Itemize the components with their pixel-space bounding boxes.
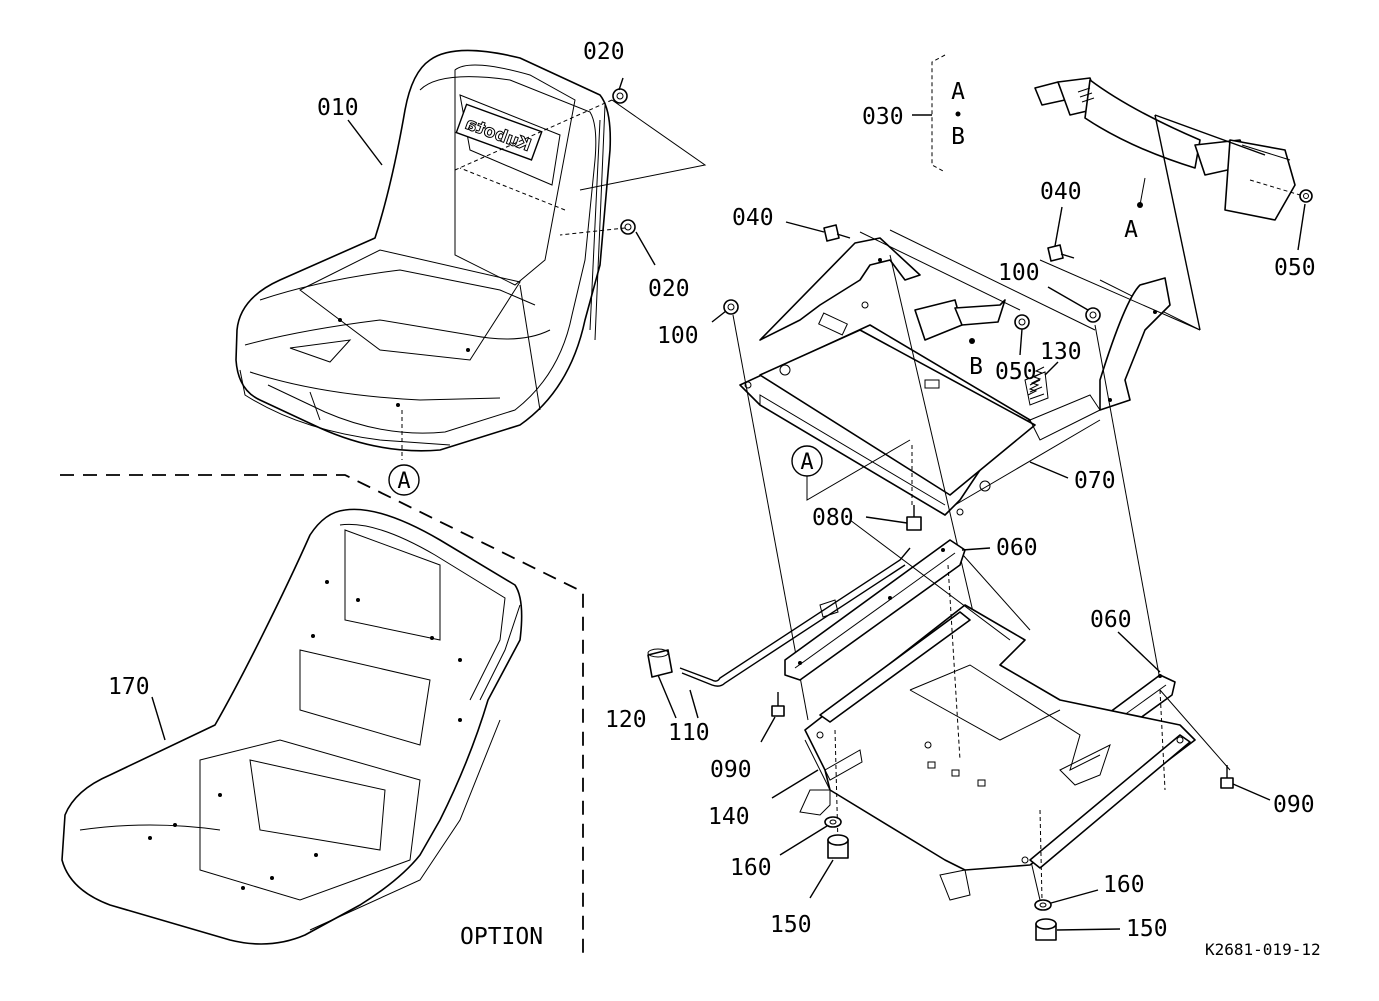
svg-text:A: A — [800, 450, 813, 475]
label-040-right: 040 — [1040, 179, 1082, 205]
svg-text:B: B — [969, 354, 983, 380]
svg-text:A: A — [951, 79, 965, 105]
bolt-090-left — [760, 692, 785, 743]
seat-frame-070 — [739, 237, 1171, 516]
label-170: 170 — [108, 674, 150, 700]
label-160-right: 160 — [1103, 872, 1145, 898]
bolt-080 — [865, 505, 922, 531]
ref-circle-a-frame: A — [791, 439, 913, 505]
ref-circle-a-seat: A — [388, 464, 420, 496]
lever-rod-110 — [679, 547, 911, 687]
label-150-left: 150 — [770, 912, 812, 938]
nut-050-buckle — [1014, 314, 1030, 356]
svg-text:A: A — [1124, 217, 1138, 243]
seat-170-option — [61, 508, 523, 945]
label-150-right: 150 — [1126, 916, 1168, 942]
label-100-left: 100 — [657, 323, 699, 349]
label-020-top: 020 — [583, 39, 625, 65]
washer-160-left — [779, 816, 842, 856]
label-060-right: 060 — [1090, 607, 1132, 633]
base-plate-140 — [799, 604, 1196, 901]
label-120: 120 — [605, 707, 647, 733]
grip-120 — [647, 648, 673, 678]
bolt-040-left — [785, 221, 851, 242]
label-050-belt: 050 — [1274, 255, 1316, 281]
label-080: 080 — [812, 505, 854, 531]
label-110: 110 — [668, 720, 710, 746]
label-040-left: 040 — [732, 205, 774, 231]
seat-010 — [235, 49, 612, 452]
label-070: 070 — [1074, 468, 1116, 494]
label-010: 010 — [317, 95, 359, 121]
svg-text:B: B — [951, 124, 965, 150]
cushion-150-left — [809, 834, 849, 899]
label-020-mid: 020 — [648, 276, 690, 302]
label-090-left: 090 — [710, 757, 752, 783]
label-100-right: 100 — [998, 260, 1040, 286]
drawing-code: K2681-019-12 — [1205, 940, 1321, 959]
label-140: 140 — [708, 804, 750, 830]
option-label: OPTION — [460, 924, 543, 950]
option-divider — [60, 474, 584, 960]
bolt-020-mid — [620, 219, 656, 266]
nut-100-left — [711, 299, 739, 323]
spring-130 — [1027, 361, 1059, 396]
part-labels: 010 020 020 030 040 040 050 050 060 060 … — [108, 39, 1316, 942]
label-030: 030 — [862, 104, 904, 130]
washer-160-right — [1034, 889, 1099, 911]
variant-bracket-030: A B — [912, 54, 965, 173]
bolt-090-right — [1220, 765, 1271, 801]
bolt-040-right — [1047, 206, 1075, 262]
svg-text:A: A — [397, 469, 410, 494]
label-090-right: 090 — [1273, 792, 1315, 818]
nut-100-right — [1047, 286, 1101, 323]
label-130: 130 — [1040, 339, 1082, 365]
seat-belt-buckle-b: B — [914, 299, 1006, 380]
cushion-150-right — [1035, 918, 1121, 941]
slide-rail-060-left — [784, 539, 966, 681]
bolt-020-top — [612, 77, 628, 104]
label-160-left: 160 — [730, 855, 772, 881]
label-060-left: 060 — [996, 535, 1038, 561]
seat-belt-a: A — [1034, 77, 1313, 331]
label-050-buckle: 050 — [995, 359, 1037, 385]
